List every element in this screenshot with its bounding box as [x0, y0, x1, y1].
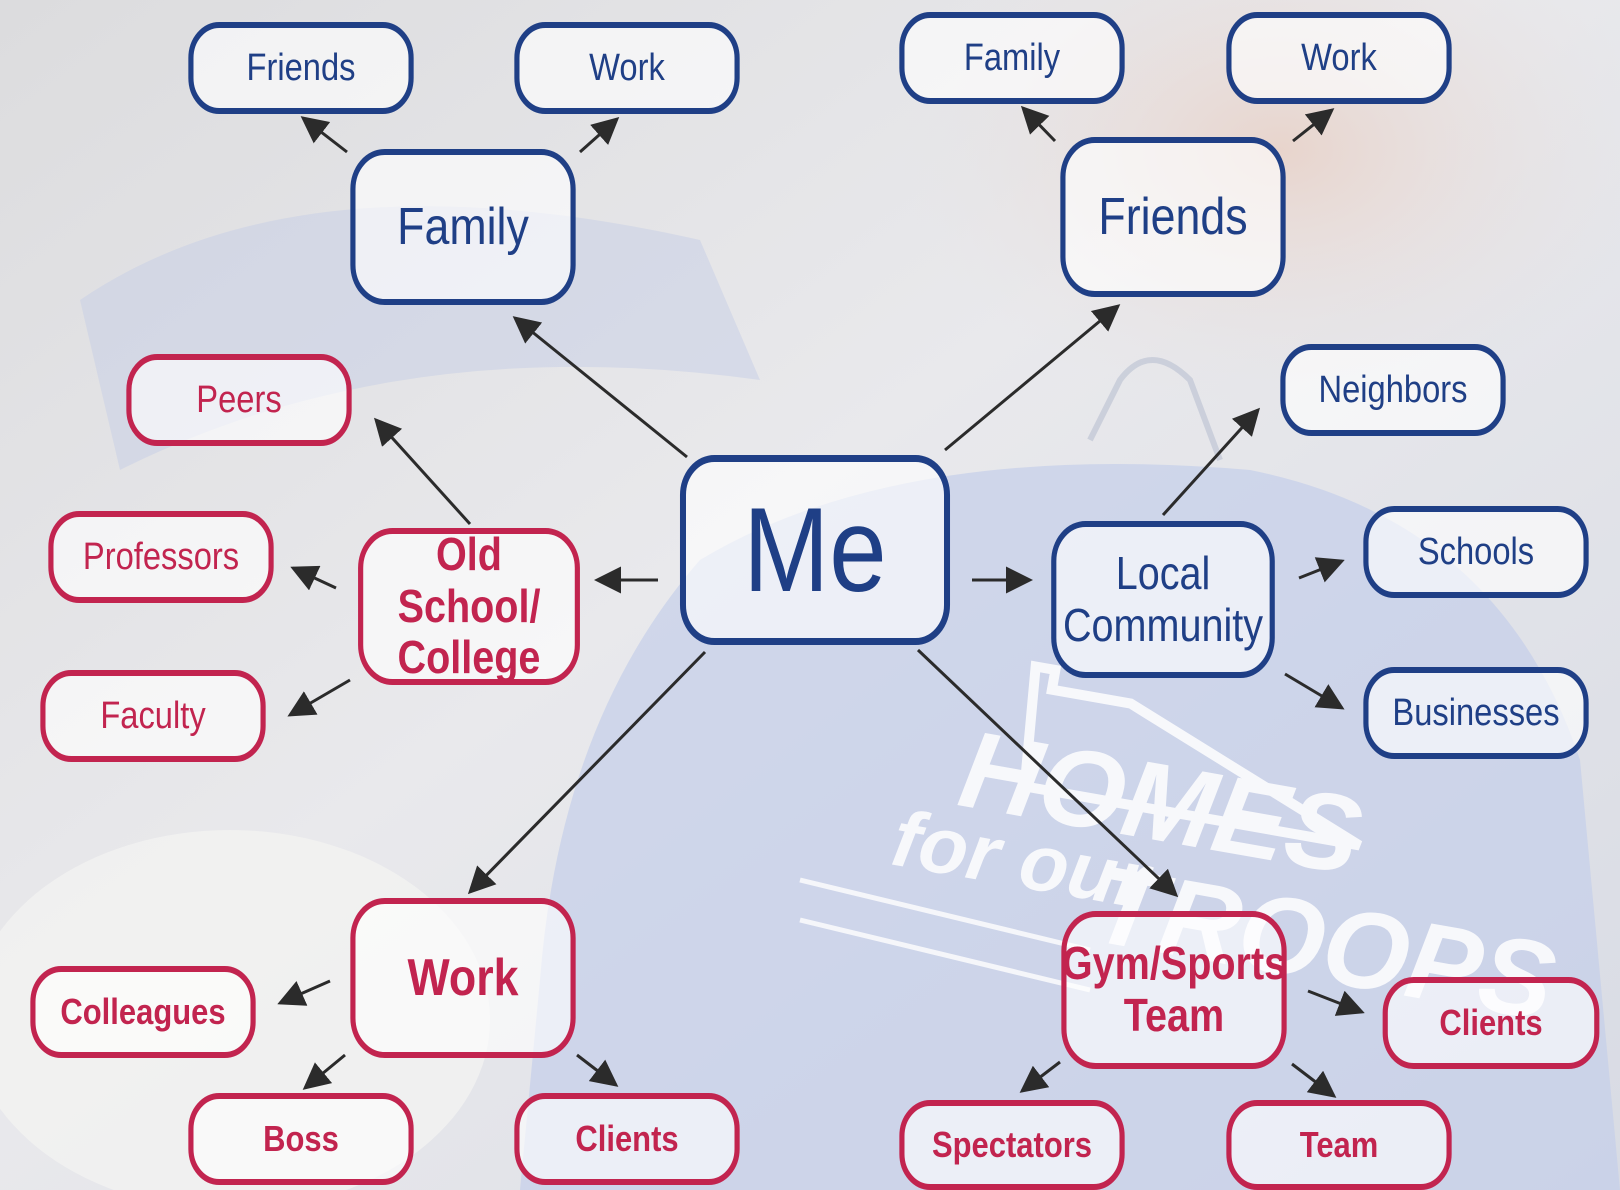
node-work-clients: Clients — [514, 1093, 740, 1185]
arrow-friends-to-work — [1292, 108, 1335, 143]
arrow-gym-to-spectators — [1019, 1060, 1061, 1093]
node-work-boss-label: Boss — [263, 1117, 339, 1159]
node-gym-spectators: Spectators — [899, 1100, 1125, 1190]
node-friends-work-label: Work — [1301, 36, 1377, 79]
node-friends: Friends — [1060, 137, 1286, 297]
node-community-businesses-label: Businesses — [1392, 691, 1560, 734]
node-work: Work — [350, 898, 576, 1058]
node-family-work-label: Work — [589, 46, 665, 89]
arrow-family-to-work — [579, 117, 620, 154]
arrow-me-to-family — [512, 316, 688, 459]
node-work-colleagues-label: Colleagues — [60, 990, 226, 1032]
arrow-community-to-schools — [1298, 557, 1345, 583]
node-work-clients-label: Clients — [575, 1117, 679, 1159]
arrow-work-to-clients — [576, 1053, 619, 1087]
arrow-work-to-boss — [302, 1053, 346, 1090]
node-school-peers-label: Peers — [196, 378, 282, 421]
arrow-friends-to-family — [1020, 105, 1057, 143]
node-school-professors: Professors — [48, 511, 274, 603]
node-family-friends: Friends — [188, 22, 414, 114]
node-gym-spectators-label: Spectators — [931, 1123, 1093, 1165]
node-family-friends-label: Friends — [246, 46, 356, 89]
center-node-label: Me — [743, 482, 887, 617]
picket-fence-graphic — [799, 877, 1091, 993]
node-old-school-college: Old School/ College — [358, 528, 580, 685]
node-family-label: Family — [397, 197, 529, 256]
node-community-neighbors: Neighbors — [1280, 344, 1506, 436]
node-school-professors-label: Professors — [82, 535, 240, 578]
node-friends-family-label: Family — [963, 36, 1061, 79]
node-local-community-label: Local Community — [1062, 546, 1264, 651]
node-community-businesses: Businesses — [1363, 667, 1589, 759]
node-school-faculty: Faculty — [40, 670, 266, 762]
arrow-school-to-peers — [373, 417, 472, 526]
node-community-schools: Schools — [1363, 506, 1589, 598]
node-family-work: Work — [514, 22, 740, 114]
node-gym-team-label: Team — [1299, 1123, 1379, 1165]
node-gym-sports-team-label: Gym/Sports Team — [1061, 937, 1287, 1041]
node-gym-sports-team: Gym/Sports Team — [1061, 911, 1287, 1069]
node-gym-team: Team — [1226, 1100, 1452, 1190]
node-work-label: Work — [407, 948, 519, 1007]
node-friends-label: Friends — [1098, 187, 1248, 246]
node-school-faculty-label: Faculty — [100, 694, 206, 737]
arrow-me-to-friends — [944, 304, 1121, 452]
center-node-me: Me — [679, 455, 951, 645]
node-old-school-college-label: Old School/ College — [397, 528, 541, 684]
arrow-family-to-friends — [300, 116, 348, 154]
node-friends-family: Family — [899, 12, 1125, 104]
arrow-gym-to-clients — [1307, 989, 1365, 1016]
arrow-gym-to-team — [1291, 1062, 1337, 1098]
arrow-community-to-businesses — [1284, 672, 1345, 710]
arrow-school-to-faculty — [287, 678, 351, 717]
node-gym-clients-label: Clients — [1439, 1001, 1543, 1043]
arrow-me-to-gym — [916, 648, 1179, 898]
node-school-peers: Peers — [126, 354, 352, 446]
arrow-work-to-colleagues — [277, 979, 331, 1006]
arrow-me-to-work — [467, 650, 707, 895]
node-friends-work: Work — [1226, 12, 1452, 104]
node-family: Family — [350, 149, 576, 305]
node-local-community: Local Community — [1051, 521, 1275, 678]
node-work-colleagues: Colleagues — [30, 966, 256, 1058]
node-community-neighbors-label: Neighbors — [1318, 368, 1468, 411]
arrow-school-to-professors — [290, 565, 337, 591]
node-gym-clients: Clients — [1382, 977, 1600, 1069]
node-community-schools-label: Schools — [1417, 530, 1535, 573]
arrow-community-to-neighbors — [1161, 407, 1261, 517]
node-work-boss: Boss — [188, 1093, 414, 1185]
